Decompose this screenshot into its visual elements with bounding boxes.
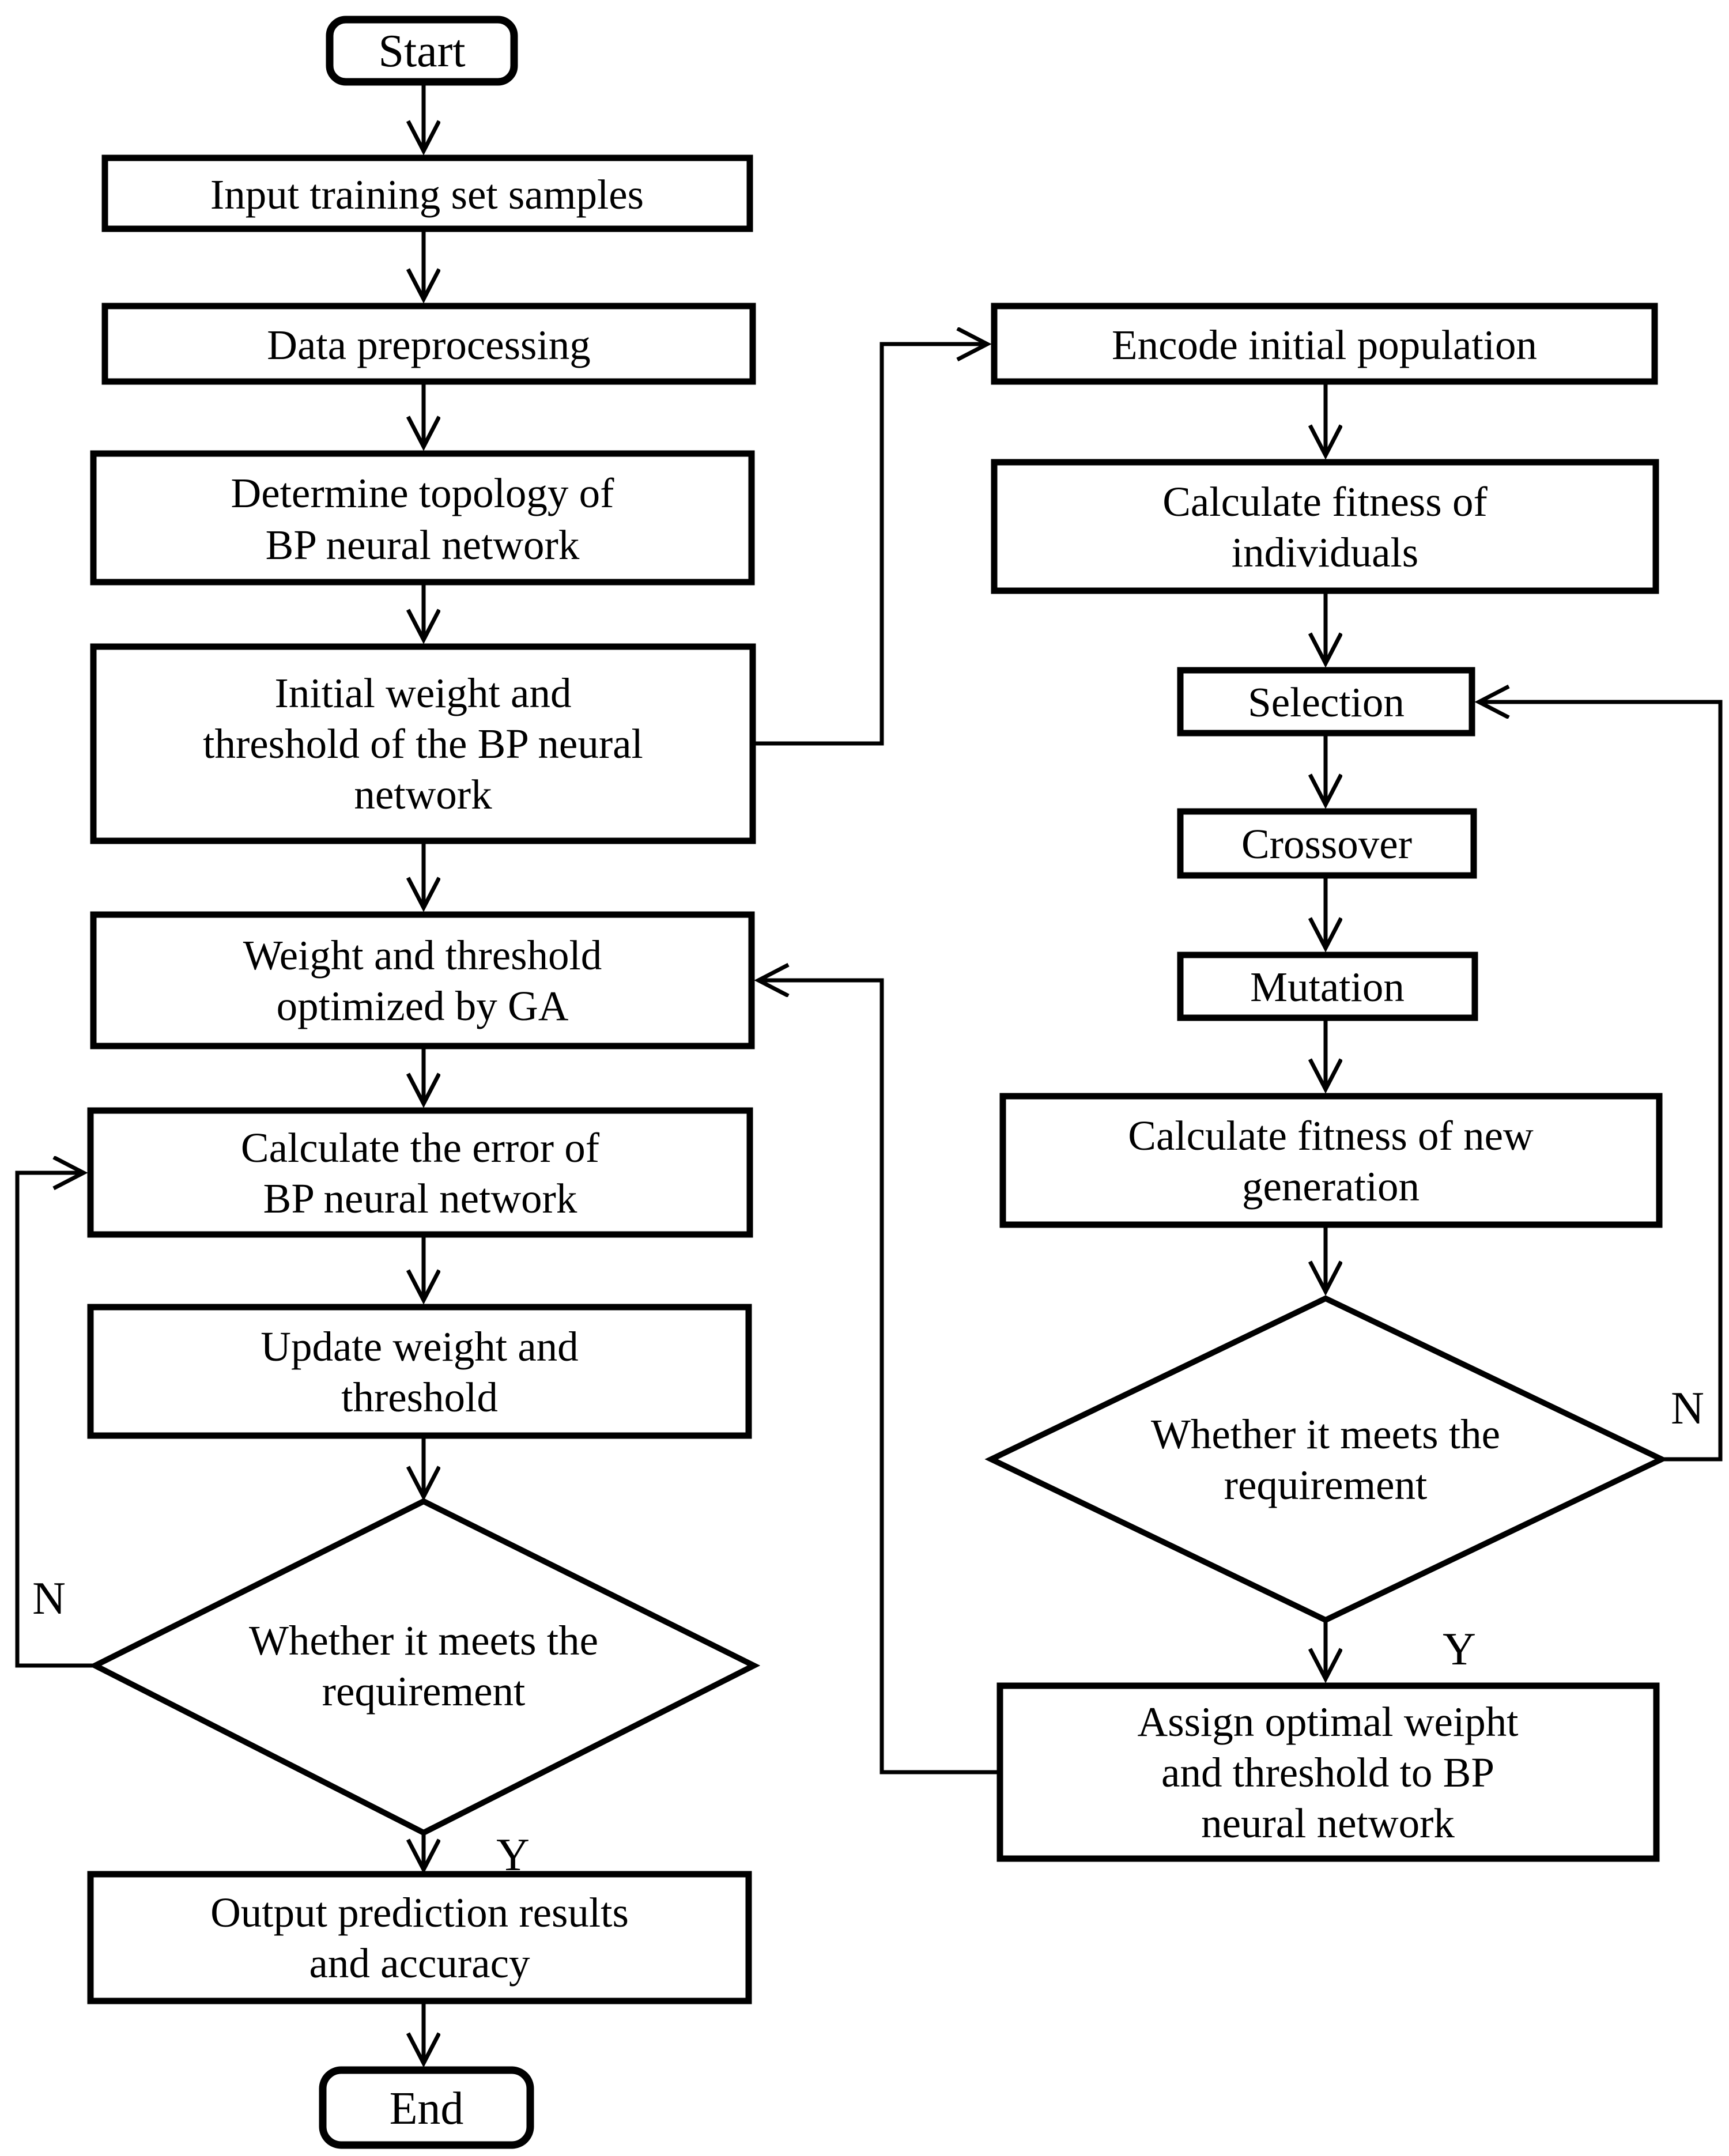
svg-text:BP neural network: BP neural network [263,1175,577,1222]
link-initial-to-encode [753,344,987,746]
calc-error-node: Calculate the error of BP neural network [87,1107,753,1238]
left-decision-diamond: Whether it meets the requirement [88,1498,761,1836]
svg-text:Determine topology of: Determine topology of [231,470,615,516]
topology-node: Determine topology of BP neural network [90,450,755,586]
svg-text:Mutation: Mutation [1250,964,1405,1010]
data-preprocessing-node: Data preprocessing [101,303,756,385]
input-samples-node: Input training set samples [101,154,753,232]
output-results-node: Output prediction results and accuracy [87,1871,752,2004]
svg-text:Whether it meets the: Whether it meets the [1151,1411,1500,1458]
right-no-label: N [1671,1383,1704,1434]
svg-text:End: End [390,2083,464,2134]
link-assign-to-ga [758,980,1000,1774]
update-weight-node: Update weight and threshold [87,1304,752,1439]
svg-text:threshold of the BP neural: threshold of the BP neural [203,720,643,767]
svg-text:and threshold to BP: and threshold to BP [1161,1749,1494,1796]
assign-optimal-node: Assign optimal weipht and threshold to B… [996,1682,1660,1862]
end-node: End [319,2066,534,2149]
fitness-new-generation-node: Calculate fitness of new generation [999,1093,1663,1228]
svg-text:Output prediction results: Output prediction results [210,1889,629,1936]
svg-text:Update weight and: Update weight and [261,1323,578,1370]
svg-text:optimized by GA: optimized by GA [277,983,569,1029]
svg-text:Initial weight and: Initial weight and [275,670,572,716]
svg-text:Calculate the error of: Calculate the error of [241,1124,600,1171]
loop-right-decision-no-to-selection [1479,702,1723,1462]
right-yes-label: Y [1443,1624,1476,1675]
svg-text:Encode initial population: Encode initial population [1112,322,1537,368]
svg-text:Weight and threshold: Weight and threshold [243,932,602,979]
encode-population-node: Encode initial population [991,303,1658,385]
svg-text:requirement: requirement [322,1668,526,1715]
svg-text:Whether it meets the: Whether it meets the [249,1617,598,1664]
svg-text:BP neural network: BP neural network [266,522,580,568]
selection-node: Selection [1177,667,1475,737]
crossover-node: Crossover [1177,808,1477,879]
ga-optimized-node: Weight and threshold optimized by GA [90,911,755,1049]
svg-text:and accuracy: and accuracy [309,1940,530,1987]
fitness-individuals-node: Calculate fitness of individuals [991,459,1659,594]
svg-text:neural network: neural network [1201,1800,1455,1847]
left-yes-label: Y [496,1830,530,1881]
svg-text:Crossover: Crossover [1241,821,1412,867]
initial-weight-node: Initial weight and threshold of the BP n… [90,643,756,844]
loop-left-decision-no-to-calc-error [15,1173,95,1668]
svg-text:Assign optimal weipht: Assign optimal weipht [1137,1698,1518,1745]
svg-text:threshold: threshold [341,1374,498,1421]
svg-text:network: network [354,771,492,818]
svg-text:Calculate fitness of: Calculate fitness of [1162,478,1488,525]
svg-text:Input training set samples: Input training set samples [210,171,644,218]
start-node: Start [326,16,518,86]
svg-text:Selection: Selection [1248,679,1405,726]
right-decision-diamond: Whether it meets the requirement [984,1295,1668,1623]
left-no-label: N [32,1573,66,1624]
svg-text:Start: Start [378,26,465,77]
svg-text:Calculate fitness of new: Calculate fitness of new [1128,1112,1534,1159]
svg-text:requirement: requirement [1224,1462,1428,1508]
svg-text:Data preprocessing: Data preprocessing [267,322,590,368]
svg-text:generation: generation [1242,1163,1420,1210]
mutation-node: Mutation [1177,951,1478,1021]
svg-text:individuals: individuals [1232,529,1418,576]
